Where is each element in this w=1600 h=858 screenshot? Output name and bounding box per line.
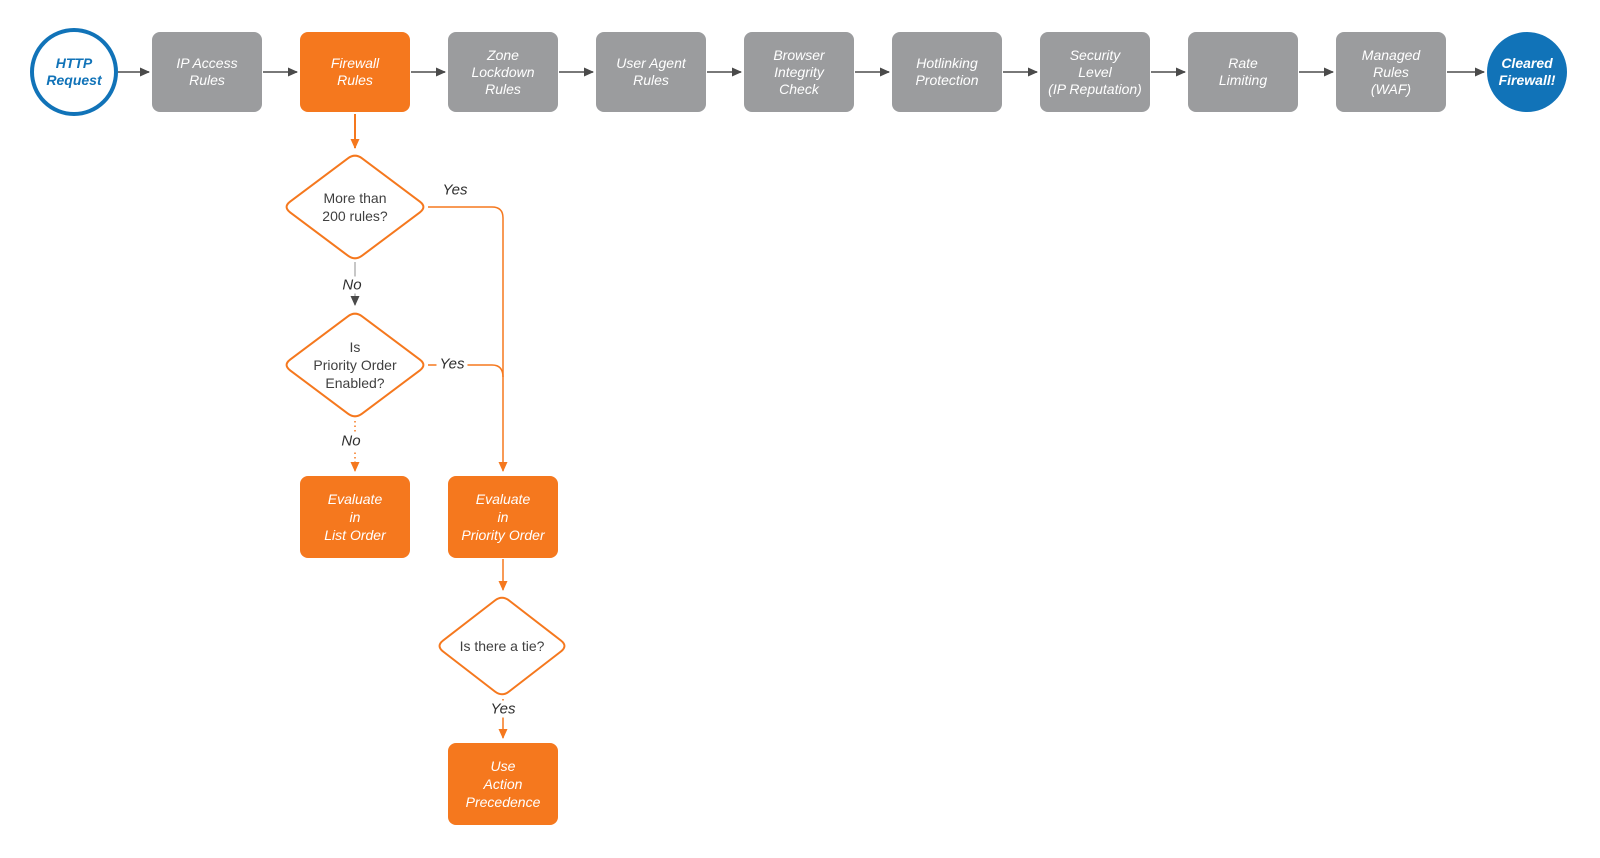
stage-zone-lockdown-rules: Zone Lockdown Rules [448, 32, 558, 112]
stage-security-level: Security Level (IP Reputation) [1040, 32, 1150, 112]
decision-diamond-tie [438, 596, 566, 696]
edge-label-decision2-no: No [338, 432, 364, 450]
edge-label-decision2-yes: Yes [436, 355, 468, 373]
arrow-decision2-yes-merge [428, 364, 504, 378]
edge-label-decision3-yes: Yes [487, 700, 519, 718]
stage-ip-access-rules: IP Access Rules [152, 32, 262, 112]
stage-user-agent-rules: User Agent Rules [596, 32, 706, 112]
action-evaluate-list-order: Evaluate in List Order [300, 476, 410, 558]
start-node-http-request: HTTP Request [30, 28, 118, 116]
end-node-cleared-firewall: Cleared Firewall! [1487, 32, 1567, 112]
decision-label-priority-order: Is Priority Order Enabled? [313, 339, 397, 391]
edge-label-decision1-yes: Yes [439, 181, 471, 199]
stage-hotlinking-protection: Hotlinking Protection [892, 32, 1002, 112]
decision-label-tie: Is there a tie? [459, 638, 545, 654]
stage-browser-integrity-check: Browser Integrity Check [744, 32, 854, 112]
action-evaluate-priority-order: Evaluate in Priority Order [448, 476, 558, 558]
arrow-decision1-yes-to-priority [428, 206, 508, 472]
stage-managed-rules-waf: Managed Rules (WAF) [1336, 32, 1446, 112]
stage-firewall-rules: Firewall Rules [300, 32, 410, 112]
action-use-action-precedence: Use Action Precedence [448, 743, 558, 825]
decision-label-200-rules: More than 200 rules? [322, 190, 388, 224]
stage-rate-limiting: Rate Limiting [1188, 32, 1298, 112]
decision-diamond-200-rules [285, 154, 425, 260]
edge-label-decision1-no: No [339, 276, 365, 294]
decision-diamond-priority-order [285, 312, 425, 418]
